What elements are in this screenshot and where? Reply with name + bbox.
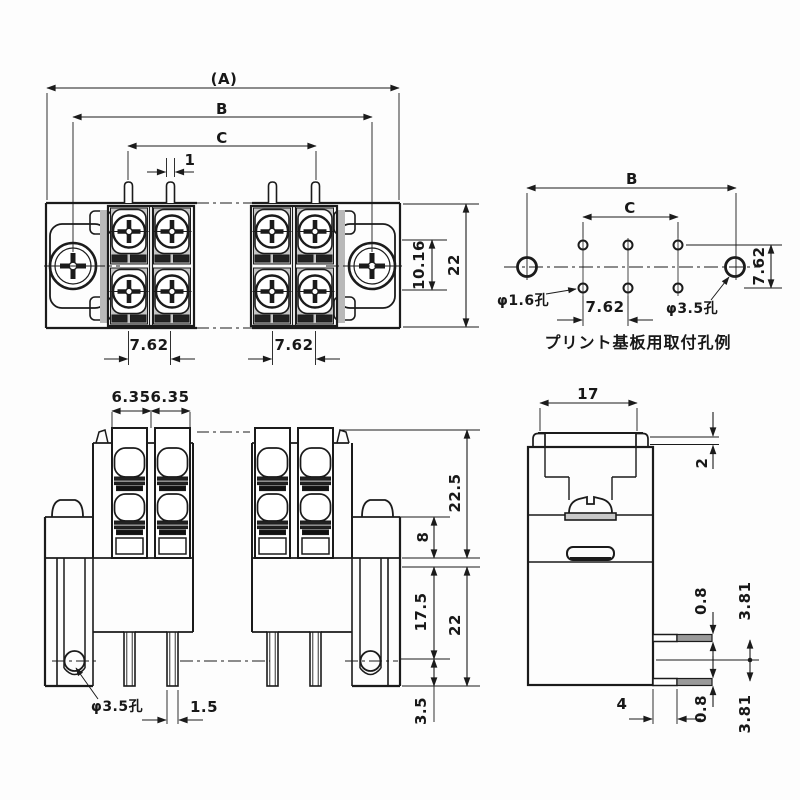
label-large-hole: φ3.5孔 <box>665 301 719 317</box>
dim-front-pitch-left: 7.62 <box>129 336 169 354</box>
side-section-view <box>43 407 480 724</box>
dim-front-height: 22 <box>445 254 463 276</box>
dim-holes-row-spacing: 7.62 <box>750 246 768 286</box>
dim-front-pin-span: C <box>216 129 228 147</box>
dim-side-upper-height: 22.5 <box>446 473 464 513</box>
dim-profile-pin-thickness-top: 0.8 <box>692 586 710 616</box>
dim-side-leg-height: 17.5 <box>412 592 430 632</box>
dim-profile-pin-length: 4 <box>616 695 628 713</box>
dim-profile-pin-offset-top: 3.81 <box>736 581 754 621</box>
dim-profile-depth: 17 <box>577 385 599 403</box>
dim-side-step-height: 8 <box>414 531 432 543</box>
dim-front-pitch-right: 7.62 <box>274 336 314 354</box>
dim-side-terminal-width-1: 6.35 <box>111 388 151 406</box>
caption-pcb-mounting-holes: プリント基板用取付孔例 <box>544 333 732 352</box>
dim-front-row-spacing: 10.16 <box>410 240 428 290</box>
pcb-hole-pattern-view <box>504 184 782 326</box>
dim-side-pin-width: 1.5 <box>189 698 219 716</box>
dim-side-terminal-width-2: 6.35 <box>150 388 190 406</box>
front-view <box>44 84 479 365</box>
dim-profile-pin-thickness-bottom: 0.8 <box>692 694 710 724</box>
dim-profile-cap-lip: 2 <box>693 457 711 469</box>
dim-side-pin-protrusion: 3.5 <box>412 696 430 726</box>
end-profile-view <box>526 399 759 724</box>
dim-side-lower-height: 22 <box>446 614 464 636</box>
label-side-mount-hole: φ3.5孔 <box>90 699 144 715</box>
dim-front-overall: (A) <box>210 70 238 88</box>
dim-holes-pitch: 7.62 <box>585 298 625 316</box>
dim-front-mount-pitch: B <box>216 100 228 118</box>
dim-holes-pin-span: C <box>624 199 636 217</box>
dim-profile-pin-offset-bottom: 3.81 <box>736 694 754 734</box>
dim-holes-mount-pitch: B <box>626 170 638 188</box>
dim-front-pin-width: 1 <box>184 151 196 169</box>
label-small-hole: φ1.6孔 <box>496 293 550 309</box>
